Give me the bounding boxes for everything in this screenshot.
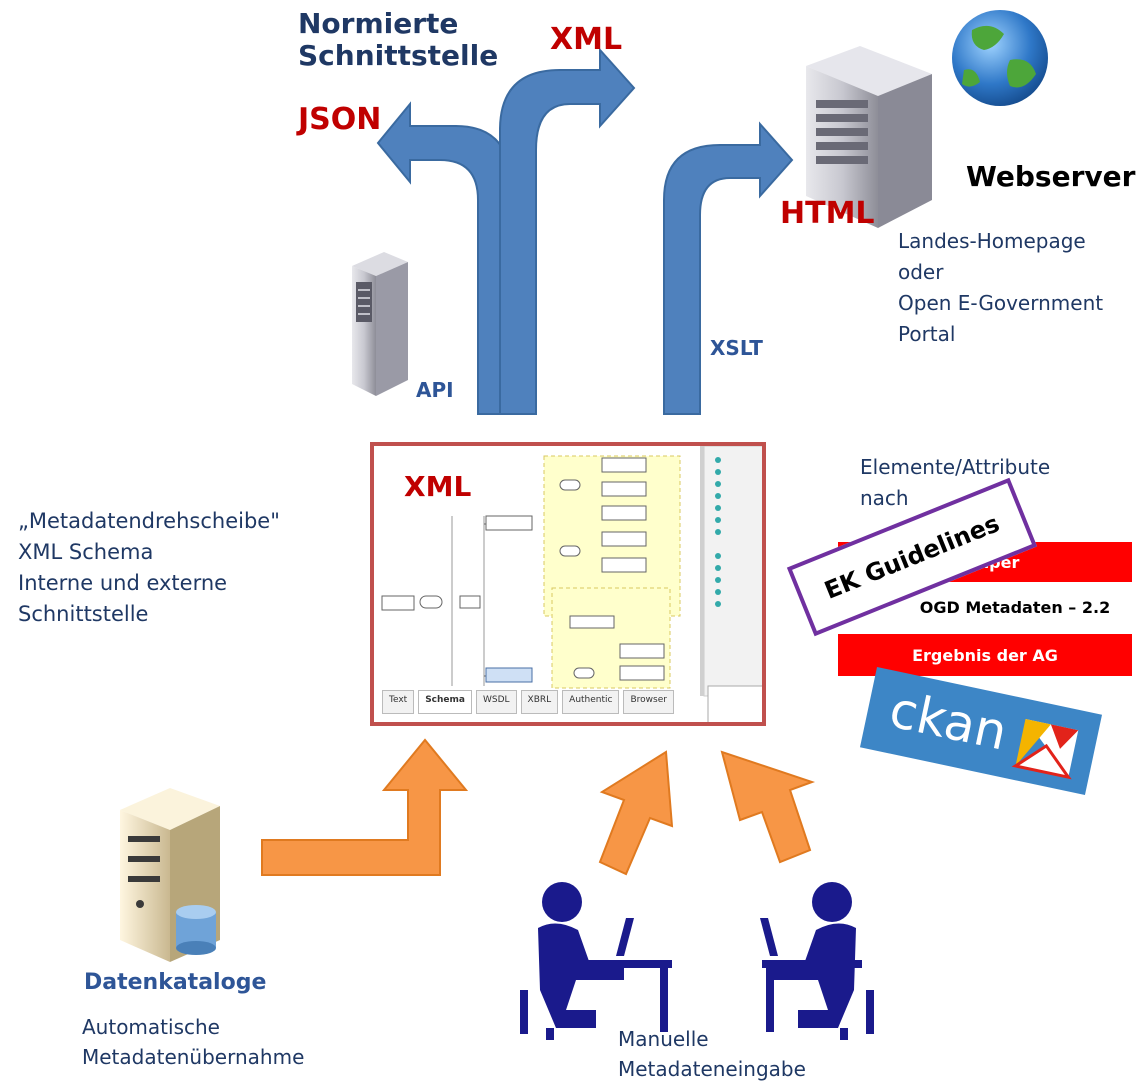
datenkataloge-label: Datenkataloge bbox=[84, 970, 267, 995]
database-cylinder-icon bbox=[176, 905, 216, 955]
normierte-schnittstelle-line1: Normierte bbox=[298, 7, 459, 40]
xml-schema-screenshot: XML Text Schema WSDL bbox=[370, 442, 766, 726]
schema-tab-text[interactable]: Text bbox=[382, 690, 415, 714]
schema-tree-diagram bbox=[381, 446, 762, 722]
schema-tab-schema[interactable]: Schema bbox=[418, 690, 472, 714]
arrow-manuell-left bbox=[598, 750, 674, 876]
arrow-xslt-html bbox=[663, 121, 794, 415]
json-output-label: JSON bbox=[298, 102, 382, 137]
schema-tab-xbrl[interactable]: XBRL bbox=[520, 690, 559, 714]
html-output-label: HTML bbox=[780, 196, 875, 231]
schema-tab-wsdl[interactable]: WSDL bbox=[475, 690, 517, 714]
metadatendrehscheibe-description: „Metadatendrehscheibe" XML Schema Intern… bbox=[18, 509, 280, 626]
manuelle-eingabe-label: Manuelle Metadateneingabe bbox=[618, 1027, 806, 1081]
person-at-desk-right-icon bbox=[760, 882, 874, 1040]
globe-icon bbox=[952, 10, 1048, 106]
arrow-datenkataloge bbox=[261, 738, 469, 876]
xml-box-label: XML bbox=[404, 470, 472, 503]
api-server-icon bbox=[352, 252, 408, 396]
webserver-label: Webserver bbox=[966, 160, 1136, 193]
person-at-desk-left-icon bbox=[520, 882, 672, 1040]
arrow-manuell-right bbox=[720, 750, 816, 864]
arrow-xml bbox=[499, 47, 636, 415]
schema-tab-authentic[interactable]: Authentic bbox=[562, 690, 620, 714]
xslt-label: XSLT bbox=[710, 336, 763, 360]
normierte-schnittstelle-line2: Schnittstelle bbox=[298, 39, 499, 72]
ckan-logo-mark-icon bbox=[1011, 718, 1079, 780]
elemente-attribute-label: Elemente/Attribute nach bbox=[860, 455, 1051, 510]
xml-output-label: XML bbox=[550, 22, 623, 57]
schema-view-tabs: Text Schema WSDL XBRL Authentic Browser bbox=[382, 690, 674, 714]
webserver-icon bbox=[806, 46, 932, 228]
ckan-logo: ckan bbox=[859, 666, 1103, 796]
portal-description: Landes-Homepage oder Open E-Government P… bbox=[898, 229, 1104, 346]
automatische-uebernahme-label: Automatische Metadatenübernahme bbox=[82, 1015, 305, 1069]
schema-tab-browser[interactable]: Browser bbox=[623, 690, 674, 714]
api-label: API bbox=[416, 378, 454, 402]
